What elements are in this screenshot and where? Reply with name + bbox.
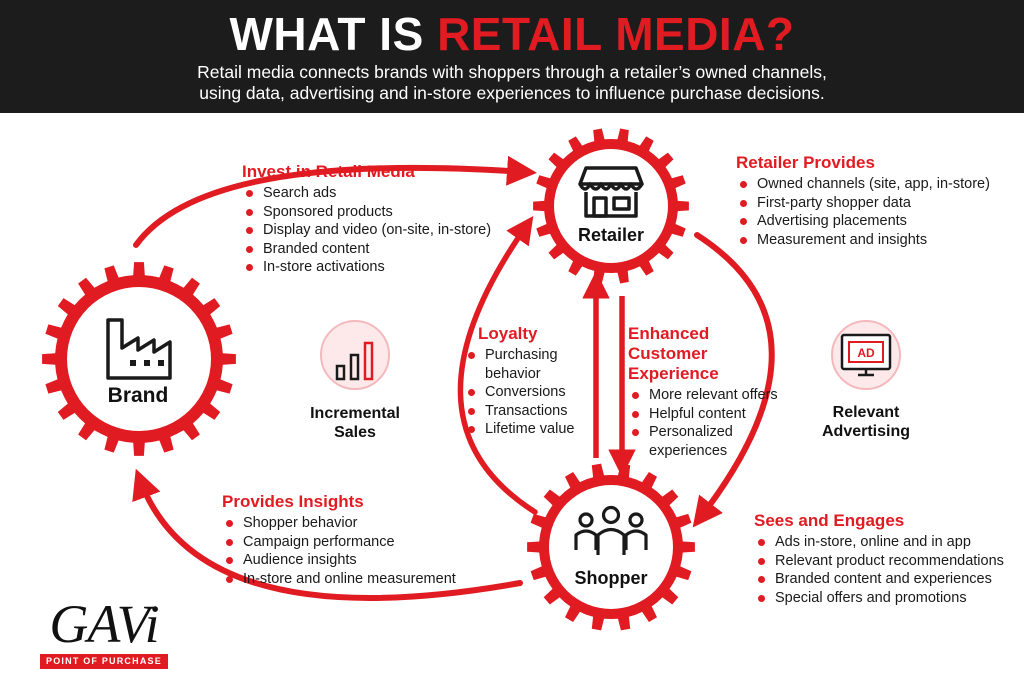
invest-item: Sponsored products [242, 203, 491, 222]
insights-title: Provides Insights [222, 492, 364, 511]
brand-label: Brand [107, 384, 169, 407]
logo-wordmark: GAVi [49, 594, 159, 654]
incremental-line-2: Sales [334, 424, 376, 441]
bar-chart-icon [320, 320, 390, 390]
arrow-shopper-to-brand [132, 468, 523, 601]
relevant-line-2: Advertising [821, 423, 910, 440]
invest-title: Invest in Retail Media [242, 162, 415, 181]
title-accent: RETAIL MEDIA? [437, 8, 795, 60]
loyalty-title: Loyalty [478, 324, 538, 343]
insights-block: Provides Insights Shopper behavior Campa… [222, 492, 456, 588]
loyalty-item: Lifetime value [464, 420, 584, 439]
sees-item: Ads in-store, online and in app [754, 533, 1004, 552]
header-bar [0, 0, 1024, 113]
invest-item: Branded content [242, 240, 491, 259]
sees-item: Branded content and experiences [754, 570, 1004, 589]
arrow-loyalty-inner [457, 215, 538, 515]
enhanced-title-line-1: Enhanced [628, 324, 710, 343]
page-title: WHAT IS RETAIL MEDIA? [0, 4, 1024, 64]
invest-block: Invest in Retail Media Search ads Sponso… [242, 162, 491, 277]
page-subtitle: Retail media connects brands with shoppe… [0, 62, 1024, 104]
retailer-provides-item: Owned channels (site, app, in-store) [736, 175, 990, 194]
brand-gear [42, 262, 236, 456]
invest-item: Display and video (on-site, in-store) [242, 221, 491, 240]
logo-tagline: POINT OF PURCHASE [40, 654, 168, 669]
sees-item: Special offers and promotions [754, 589, 1004, 608]
sees-block: Sees and Engages Ads in-store, online an… [754, 511, 1004, 607]
loyalty-item: Conversions [464, 383, 584, 402]
subtitle-line-2: using data, advertising and in-store exp… [199, 83, 825, 103]
enhanced-item: Personalized experiences [628, 423, 793, 460]
incremental-sales-label: Incremental Sales [300, 404, 410, 442]
incremental-line-1: Incremental [310, 405, 400, 422]
enhanced-title-line-2: Customer Experience [628, 344, 719, 383]
enhanced-block: Enhanced Customer Experience More releva… [628, 324, 793, 460]
relevant-line-1: Relevant [832, 404, 900, 421]
retailer-provides-title: Retailer Provides [736, 153, 875, 172]
insights-item: Campaign performance [222, 533, 456, 552]
retailer-provides-item: First-party shopper data [736, 194, 990, 213]
shopper-gear [527, 463, 695, 631]
title-main: WHAT IS [229, 8, 438, 60]
subtitle-line-1: Retail media connects brands with shoppe… [197, 62, 827, 82]
storefront-icon [578, 166, 644, 218]
enhanced-item: More relevant offers [628, 386, 793, 405]
retailer-label: Retailer [577, 225, 645, 245]
retailer-provides-item: Advertising placements [736, 212, 990, 231]
enhanced-title: Enhanced Customer Experience [628, 324, 793, 384]
factory-icon [106, 318, 172, 380]
sees-title: Sees and Engages [754, 511, 905, 530]
arrow-retailer-to-shopper [692, 232, 775, 528]
insights-item: Shopper behavior [222, 514, 456, 533]
shopper-label: Shopper [574, 568, 648, 588]
loyalty-item: Purchasing behavior [464, 346, 584, 383]
retailer-provides-item: Measurement and insights [736, 231, 990, 250]
loyalty-item: Transactions [464, 402, 584, 421]
sees-item: Relevant product recommendations [754, 552, 1004, 571]
enhanced-item: Helpful content [628, 405, 793, 424]
arrow-brand-to-retailer [133, 155, 537, 248]
retailer-gear [533, 128, 689, 284]
retailer-provides-block: Retailer Provides Owned channels (site, … [736, 153, 990, 249]
invest-item: In-store activations [242, 258, 491, 277]
insights-item: In-store and online measurement [222, 570, 456, 589]
people-icon [574, 505, 648, 555]
ad-badge: AD [857, 346, 875, 360]
invest-item: Search ads [242, 184, 491, 203]
relevant-advertising-label: Relevant Advertising [811, 403, 921, 441]
insights-item: Audience insights [222, 551, 456, 570]
loyalty-block: Loyalty Purchasing behavior Conversions … [464, 324, 584, 439]
ad-monitor-icon: AD [831, 320, 901, 390]
